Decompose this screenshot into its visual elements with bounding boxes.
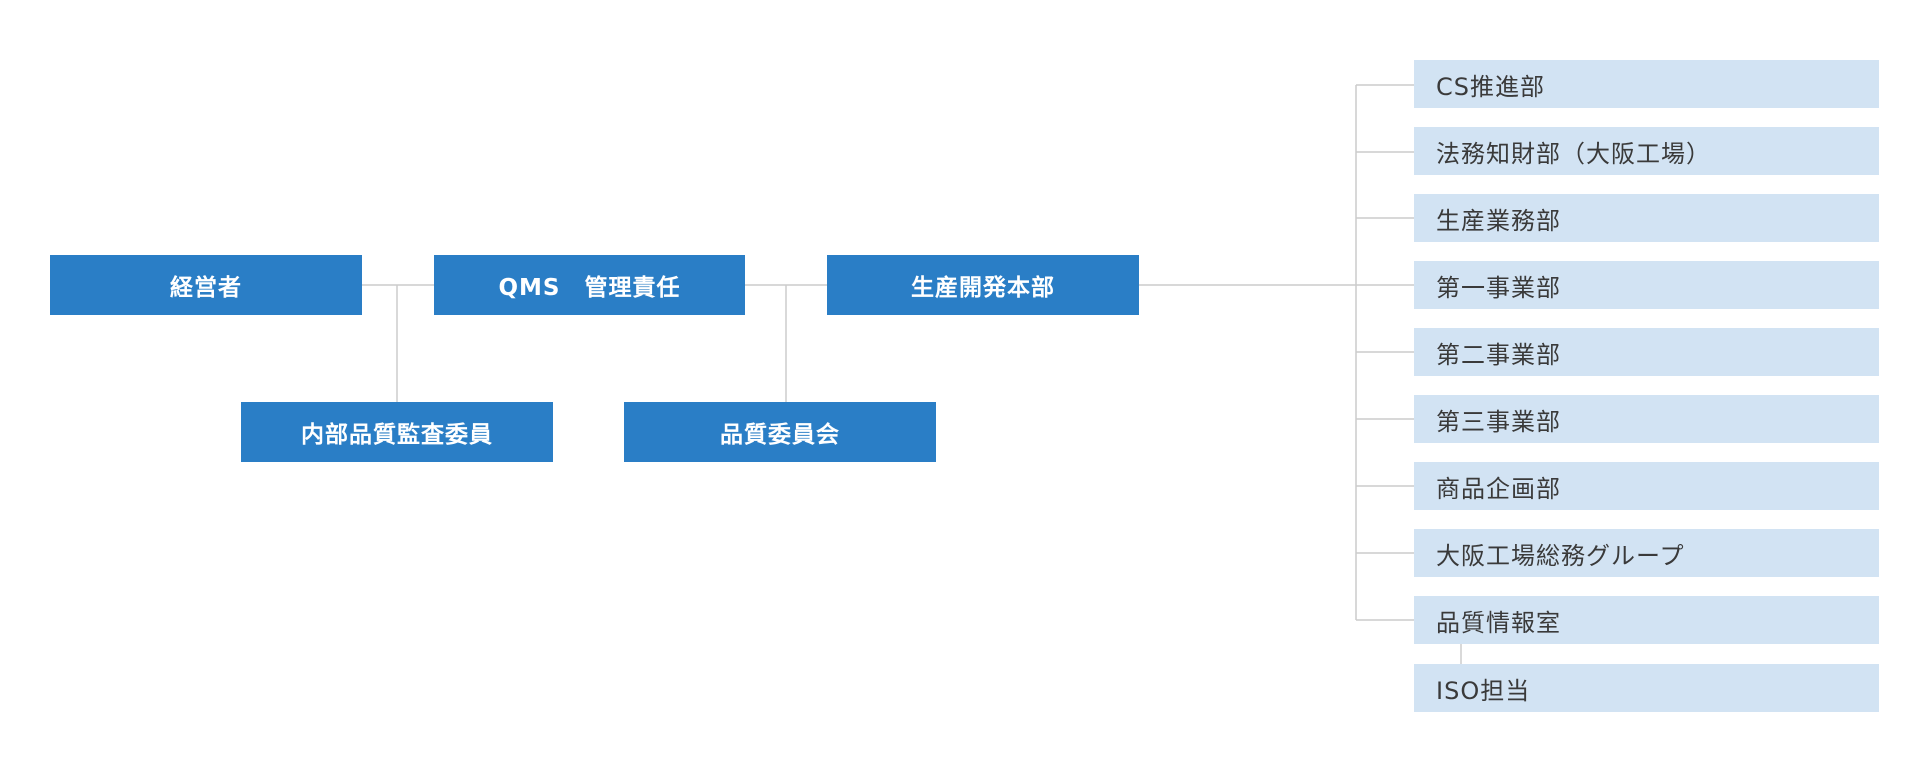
department-label: 第三事業部 (1436, 407, 1561, 436)
department-box: 品質情報室 (1414, 596, 1879, 644)
qms-manager-box: QMS 管理責任 (434, 255, 745, 315)
department-box: 生産業務部 (1414, 194, 1879, 242)
department-box: 大阪工場総務グループ (1414, 529, 1879, 577)
executive-label: 経営者 (170, 275, 242, 301)
internal-audit-box: 内部品質監査委員 (241, 402, 553, 462)
internal-audit-label: 内部品質監査委員 (301, 422, 493, 448)
iso-box: ISO担当 (1414, 664, 1879, 712)
executive-box: 経営者 (50, 255, 362, 315)
department-label: 商品企画部 (1436, 474, 1561, 503)
department-box: 第二事業部 (1414, 328, 1879, 376)
department-box: 第一事業部 (1414, 261, 1879, 309)
production-hq-label: 生産開発本部 (911, 275, 1055, 301)
department-box: 商品企画部 (1414, 462, 1879, 510)
quality-committee-box: 品質委員会 (624, 402, 936, 462)
iso-label: ISO担当 (1436, 676, 1531, 705)
production-hq-box: 生産開発本部 (827, 255, 1139, 315)
department-label: 第二事業部 (1436, 340, 1561, 369)
department-box: 法務知財部（大阪工場） (1414, 127, 1879, 175)
quality-committee-label: 品質委員会 (720, 422, 840, 448)
department-box: CS推進部 (1414, 60, 1879, 108)
department-label: 法務知財部（大阪工場） (1436, 139, 1711, 168)
department-label: 品質情報室 (1436, 608, 1561, 637)
department-label: 生産業務部 (1436, 206, 1561, 235)
department-label: CS推進部 (1436, 72, 1545, 101)
department-box: 第三事業部 (1414, 395, 1879, 443)
qms-manager-label: QMS 管理責任 (498, 275, 681, 301)
department-label: 大阪工場総務グループ (1436, 541, 1685, 570)
department-label: 第一事業部 (1436, 273, 1561, 302)
